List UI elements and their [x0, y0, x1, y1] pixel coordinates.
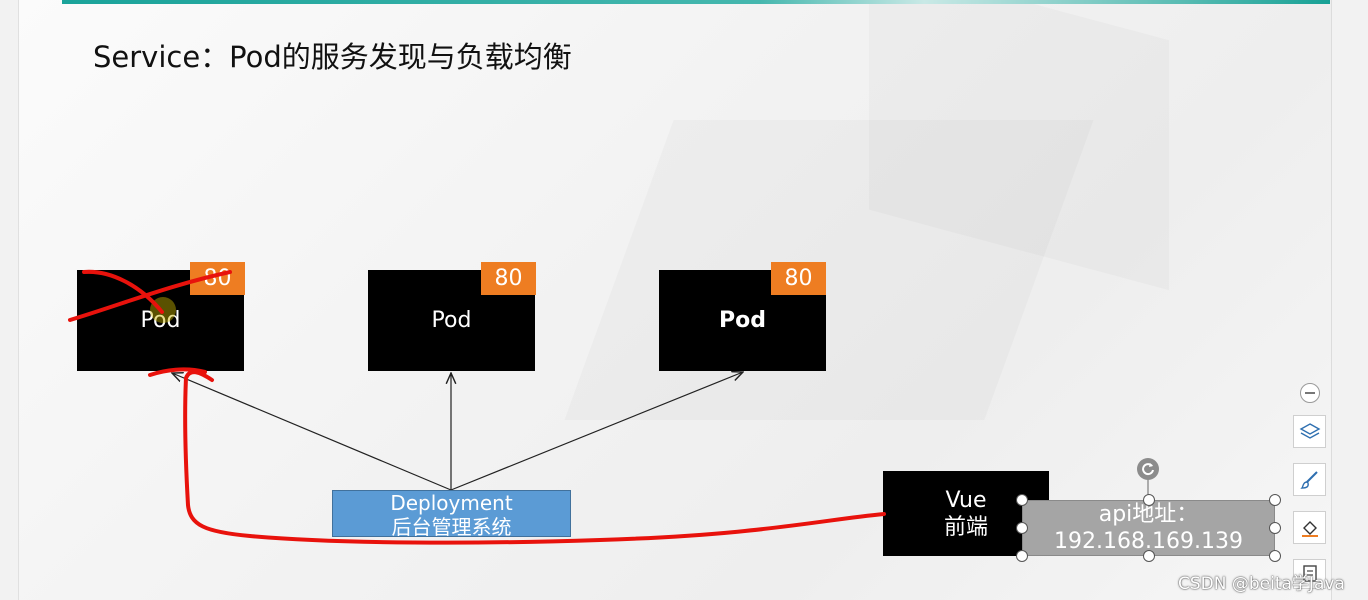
pod-label: Pod: [719, 308, 766, 333]
slide-title[interactable]: Service：Pod的服务发现与负载均衡: [93, 40, 572, 74]
shape-fill-icon[interactable]: [1293, 511, 1326, 544]
ink-route-stroke: [183, 370, 886, 545]
slide-accent-bar: [62, 0, 1330, 4]
rotate-handle-icon[interactable]: [1137, 458, 1159, 480]
vue-title: Vue: [945, 487, 987, 513]
deployment-box[interactable]: Deployment 后台管理系统: [332, 490, 571, 539]
minus-circle-icon[interactable]: [1300, 383, 1320, 403]
deployment-subtitle: 后台管理系统: [391, 515, 512, 539]
resize-handle-top-left[interactable]: [1016, 494, 1028, 506]
ink-cross-stroke: [68, 270, 232, 322]
resize-handle-middle-right[interactable]: [1269, 522, 1281, 534]
arrow-to-pod-1: [172, 373, 452, 491]
pod-port-label: 80: [784, 266, 813, 291]
resize-handle-middle-left[interactable]: [1016, 522, 1028, 534]
vue-subtitle: 前端: [943, 514, 988, 540]
resize-handle-top-right[interactable]: [1269, 494, 1281, 506]
resize-handle-bottom-right[interactable]: [1269, 550, 1281, 562]
pod-port-label: 80: [494, 266, 523, 291]
note-icon[interactable]: [1293, 559, 1326, 589]
brush-icon[interactable]: [1293, 463, 1326, 496]
pod-port-badge-3[interactable]: 80: [771, 262, 826, 295]
arrow-to-pod-3: [450, 372, 743, 491]
deployment-title: Deployment: [390, 491, 513, 515]
ink-cross-stroke: [82, 269, 164, 314]
api-address-value: 192.168.169.139: [1054, 529, 1243, 554]
csdn-watermark: CSDN @beita学Java: [1178, 574, 1345, 594]
resize-handle-bottom-left[interactable]: [1016, 550, 1028, 562]
api-label: api地址：: [1098, 502, 1199, 527]
resize-handle-bottom-center[interactable]: [1143, 550, 1155, 562]
vue-frontend-box[interactable]: Vue 前端: [883, 471, 1049, 556]
pod-port-badge-2[interactable]: 80: [481, 262, 536, 295]
layers-icon[interactable]: [1293, 415, 1326, 448]
resize-handle-top-center[interactable]: [1143, 494, 1155, 506]
pod-label: Pod: [431, 308, 472, 333]
ink-arrowhead-stroke: [148, 367, 207, 377]
